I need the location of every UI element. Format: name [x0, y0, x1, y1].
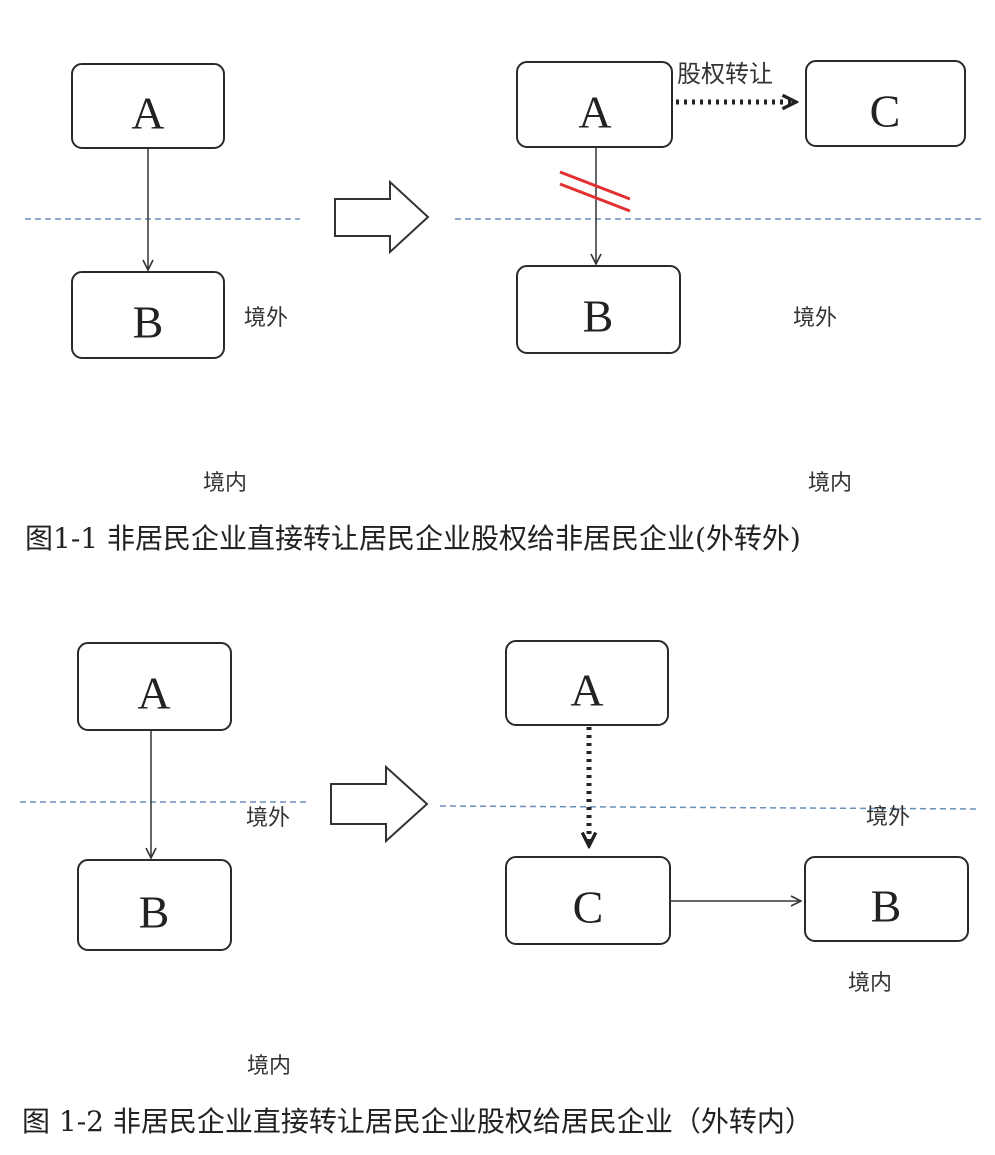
fig2-right-inside-label: 境内	[848, 971, 892, 996]
fig1-left-outside-label: 境外	[244, 306, 288, 331]
fig2-right-box-c: C	[505, 856, 671, 945]
fig1-right-outside-label: 境外	[793, 306, 837, 331]
fig2-right-box-a: A	[505, 640, 669, 726]
fig1-left-box-b-label: B	[133, 297, 164, 348]
fig1-left-box-a: A	[71, 63, 225, 149]
fig2-right-outside-label: 境外	[866, 805, 910, 830]
fig2-left-box-a-label: A	[137, 668, 170, 719]
figure-1-2-caption: 图 1-2 非居民企业直接转让居民企业股权给居民企业（外转内）	[22, 1105, 813, 1138]
fig1-transition-arrow	[334, 179, 430, 255]
fig1-right-box-b: B	[516, 265, 681, 354]
fig1-right-box-b-label: B	[583, 291, 614, 342]
fig2-left-inside-label: 境内	[247, 1054, 291, 1079]
fig2-left-box-b-label: B	[139, 887, 170, 938]
fig2-right-box-a-label: A	[570, 665, 603, 716]
fig1-cut-mark	[559, 170, 631, 213]
fig2-right-box-c-label: C	[573, 882, 604, 933]
fig1-right-box-c: C	[805, 60, 966, 147]
fig1-right-inside-label: 境内	[808, 471, 852, 496]
fig1-left-box-a-label: A	[131, 88, 164, 139]
fig2-transition-arrow	[330, 764, 429, 844]
fig2-left-box-b: B	[77, 859, 232, 951]
fig1-transfer-label: 股权转让	[677, 60, 773, 88]
fig1-right-box-c-label: C	[870, 86, 901, 137]
fig1-right-box-a-label: A	[578, 87, 611, 138]
fig2-left-box-a: A	[77, 642, 232, 731]
fig1-left-inside-label: 境内	[203, 471, 247, 496]
fig2-left-outside-label: 境外	[246, 806, 290, 831]
fig1-right-box-a: A	[516, 61, 673, 148]
fig2-right-box-b: B	[804, 856, 969, 942]
figure-1-2: A B 境外 境内 A C B 境外 境内 图 1-2 非居民企业直接转让居民企…	[20, 640, 981, 1138]
figure-1-1: A B 境外 境内 A C 股权转让 B 境外 境	[25, 60, 985, 555]
fig2-right-box-b-label: B	[871, 881, 902, 932]
fig1-left-box-b: B	[71, 271, 225, 359]
border-line-right-2	[439, 805, 981, 810]
figure-1-1-caption: 图1-1 非居民企业直接转让居民企业股权给非居民企业(外转外)	[25, 522, 801, 555]
